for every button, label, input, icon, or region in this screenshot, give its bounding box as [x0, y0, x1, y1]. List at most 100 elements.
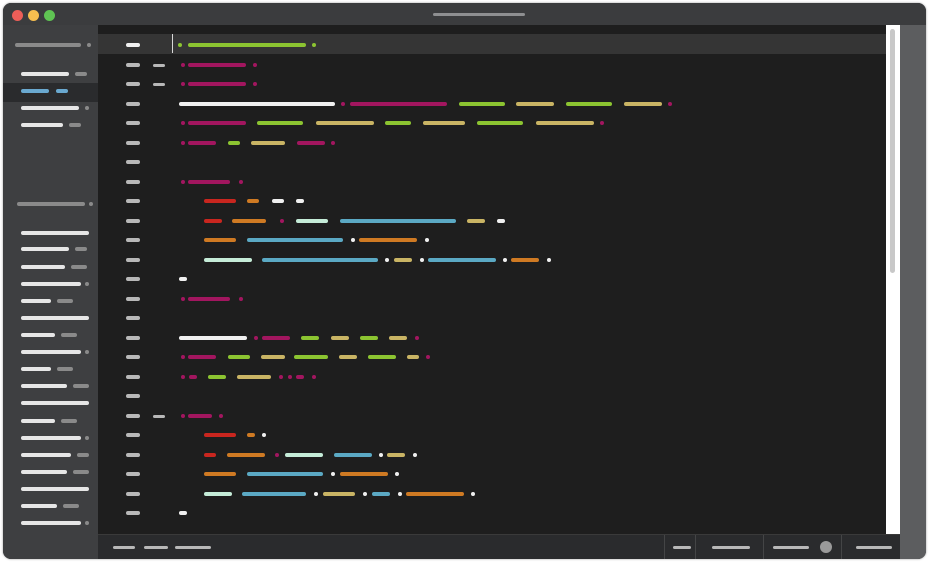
code-token — [294, 355, 328, 359]
code-punctuation — [262, 433, 266, 437]
status-text — [113, 546, 135, 549]
fold-marker-icon — [153, 83, 165, 86]
code-token — [331, 336, 349, 340]
code-token — [188, 141, 216, 145]
code-token — [301, 336, 319, 340]
status-separator — [664, 535, 665, 559]
code-token — [566, 102, 612, 106]
code-token — [360, 336, 378, 340]
status-text — [673, 546, 691, 549]
code-token — [188, 63, 246, 67]
code-punctuation — [253, 82, 257, 86]
sidebar-item-label — [73, 470, 89, 474]
line-number — [126, 160, 140, 164]
sidebar-item-label — [21, 521, 81, 525]
code-token — [272, 199, 284, 203]
code-punctuation — [279, 375, 283, 379]
code-punctuation — [503, 258, 507, 262]
code-token — [204, 472, 236, 476]
sidebar-item-label — [21, 350, 81, 354]
code-token — [350, 102, 447, 106]
sidebar-item-label — [21, 333, 55, 337]
code-token — [536, 121, 594, 125]
code-token — [459, 102, 505, 106]
code-token — [261, 355, 285, 359]
code-token — [511, 258, 539, 262]
sidebar-item-label — [21, 419, 55, 423]
sidebar-item-label — [21, 487, 89, 491]
code-token — [359, 238, 417, 242]
sidebar-dot — [85, 521, 89, 525]
line-number — [126, 258, 140, 262]
sidebar-item-label — [56, 89, 68, 93]
code-token — [227, 453, 265, 457]
sidebar-item-label — [57, 299, 73, 303]
current-line-highlight — [98, 34, 886, 54]
right-gutter — [900, 25, 926, 559]
status-text — [144, 546, 168, 549]
line-number — [126, 453, 140, 457]
sidebar-item-label — [21, 436, 81, 440]
code-punctuation — [288, 375, 292, 379]
line-number — [126, 511, 140, 515]
code-token — [242, 492, 306, 496]
code-punctuation — [178, 43, 182, 47]
code-token — [394, 258, 412, 262]
code-punctuation — [425, 238, 429, 242]
code-punctuation — [547, 258, 551, 262]
close-icon[interactable] — [12, 10, 23, 21]
line-number — [126, 199, 140, 203]
sidebar-item-label — [63, 504, 79, 508]
code-token — [188, 43, 306, 47]
code-punctuation — [254, 336, 258, 340]
code-punctuation — [415, 336, 419, 340]
status-text — [856, 546, 892, 549]
sidebar-item-label — [21, 401, 89, 405]
text-cursor — [172, 34, 173, 53]
line-number — [126, 375, 140, 379]
code-token — [188, 82, 246, 86]
line-number — [126, 433, 140, 437]
code-punctuation — [239, 297, 243, 301]
code-token — [188, 297, 230, 301]
code-token — [188, 180, 230, 184]
line-number — [126, 492, 140, 496]
code-punctuation — [331, 472, 335, 476]
code-token — [423, 121, 465, 125]
sidebar-dot — [85, 350, 89, 354]
zoom-icon[interactable] — [44, 10, 55, 21]
sidebar-item-selected[interactable] — [3, 83, 98, 102]
code-editor[interactable] — [98, 25, 886, 534]
scrollbar-thumb[interactable] — [890, 29, 895, 273]
status-separator — [763, 535, 764, 559]
code-token — [204, 258, 252, 262]
code-token — [188, 414, 212, 418]
code-punctuation — [181, 375, 185, 379]
code-punctuation — [385, 258, 389, 262]
minimize-icon[interactable] — [28, 10, 39, 21]
code-punctuation — [181, 355, 185, 359]
code-punctuation — [181, 414, 185, 418]
code-punctuation — [181, 82, 185, 86]
code-punctuation — [181, 63, 185, 67]
code-punctuation — [363, 492, 367, 496]
line-number — [126, 297, 140, 301]
code-token — [296, 375, 304, 379]
title-bar — [3, 3, 926, 25]
sidebar-item-label — [75, 247, 87, 251]
sidebar-item-label — [61, 333, 77, 337]
sidebar-item-label — [21, 384, 67, 388]
sidebar-item-label — [21, 316, 89, 320]
status-bar — [98, 534, 900, 559]
sidebar-item-label — [21, 470, 67, 474]
vertical-scrollbar[interactable] — [886, 25, 900, 534]
code-token — [316, 121, 374, 125]
sidebar-item-label — [21, 504, 57, 508]
code-token — [262, 258, 378, 262]
file-sidebar — [3, 25, 98, 559]
line-number — [126, 102, 140, 106]
code-token — [262, 336, 290, 340]
sidebar-item-label — [69, 123, 81, 127]
window-title — [433, 13, 525, 16]
status-circle-icon[interactable] — [820, 541, 832, 553]
